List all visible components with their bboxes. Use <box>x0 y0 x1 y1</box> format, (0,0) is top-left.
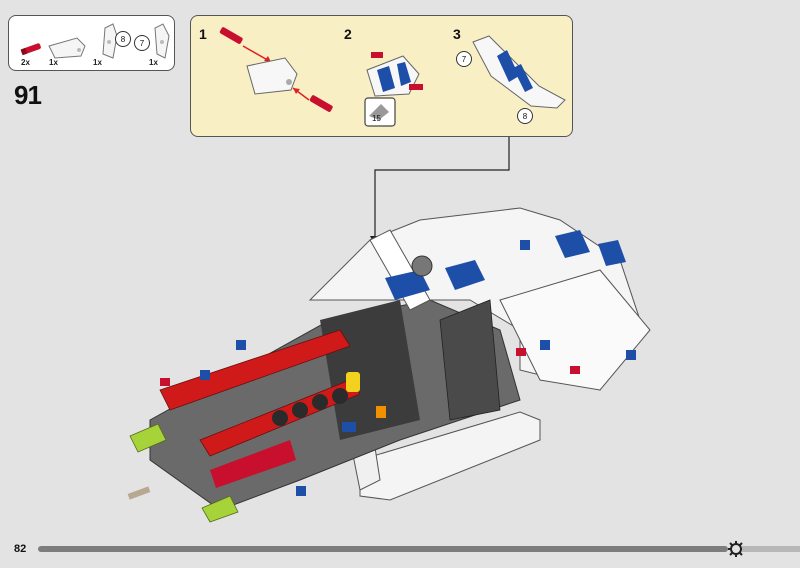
parts-qty: 2x <box>21 58 30 67</box>
parts-qty: 1x <box>93 58 102 67</box>
parts-list-illustrations <box>20 23 170 59</box>
step-number: 91 <box>14 80 42 110</box>
red-axle-pin-icon <box>20 43 41 56</box>
substep-illustrations <box>219 27 566 127</box>
white-panel-right-icon <box>102 23 118 59</box>
substep-panel: 1 2 3 15 7 8 <box>190 15 573 137</box>
substep-3-illustration <box>472 35 566 109</box>
white-panel-left-icon <box>154 23 170 59</box>
page-number: 82 <box>14 543 27 555</box>
progress-bar <box>38 546 728 552</box>
substep-callout: 8 <box>517 108 533 124</box>
parts-qty: 1x <box>149 58 158 67</box>
substep-2-illustration <box>364 52 423 127</box>
white-panel-icon <box>48 37 86 59</box>
substep-number: 1 <box>199 26 207 42</box>
parts-callout: 7 <box>134 35 150 51</box>
parts-list: 2x 1x 1x 1x 8 7 <box>8 15 175 71</box>
substep-1-illustration <box>219 27 333 112</box>
substep-number: 2 <box>344 26 352 42</box>
inset-callout: 15 <box>372 114 381 123</box>
substep-callout: 7 <box>456 51 472 67</box>
progress-bar-remaining <box>742 546 800 552</box>
substep-number: 3 <box>453 26 461 42</box>
parts-qty: 1x <box>49 58 58 67</box>
gear-icon <box>728 541 744 557</box>
parts-callout: 8 <box>115 31 131 47</box>
